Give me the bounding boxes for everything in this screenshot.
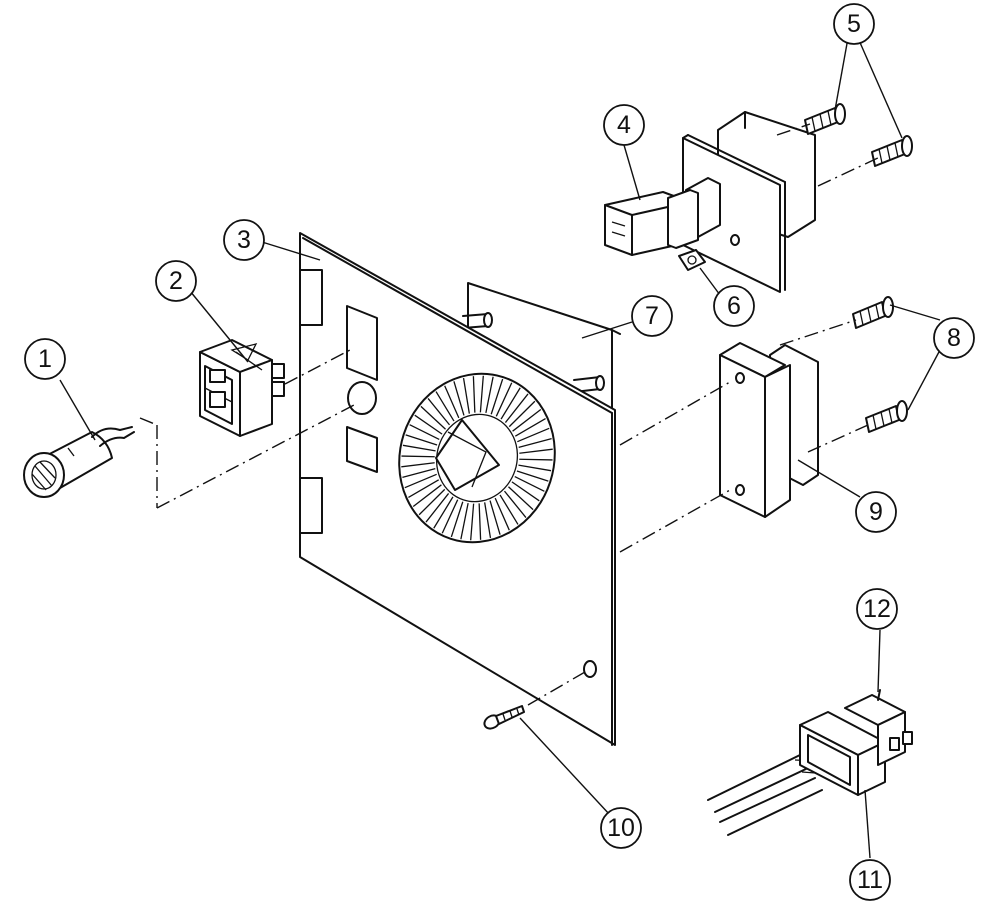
dial-tick	[435, 391, 455, 422]
dial-tick	[504, 393, 529, 423]
dial-tick	[433, 496, 454, 529]
panel-tab-upper	[299, 269, 323, 326]
dial-tick	[478, 503, 482, 540]
dial-tick	[500, 387, 521, 420]
callout-5-label: 5	[847, 10, 861, 38]
callout-9: 9	[855, 491, 897, 533]
callout-3: 3	[223, 219, 265, 261]
callout-12: 12	[856, 588, 898, 630]
dial-tick	[402, 468, 436, 479]
dial-tick	[462, 377, 470, 414]
dial-tick	[517, 427, 550, 443]
callout-9-label: 9	[869, 498, 883, 526]
dial-tick	[512, 408, 542, 432]
dial-tick	[514, 475, 545, 492]
dial-tick	[441, 499, 459, 534]
part-10-wood-screw	[483, 705, 525, 730]
dial-tick	[427, 398, 451, 426]
screw-hole	[583, 660, 597, 678]
part-6-nut	[678, 249, 706, 271]
dial-tick	[484, 502, 492, 539]
callout-1-label: 1	[38, 345, 52, 373]
callout-8: 8	[933, 317, 975, 359]
dial-tick	[472, 376, 476, 413]
dial-tick	[479, 375, 484, 413]
dial-tick	[503, 490, 527, 518]
callout-7: 7	[631, 295, 673, 337]
callout-3-label: 3	[237, 226, 251, 254]
part-2-rocker-switch	[199, 339, 285, 437]
callout-2-label: 2	[169, 267, 183, 295]
dial-tick	[508, 486, 534, 511]
dial-tick	[450, 501, 464, 538]
part-11-wire-connector	[707, 689, 913, 836]
dial-tick	[460, 502, 469, 540]
dial-tick	[414, 414, 443, 435]
dial-tick	[401, 455, 435, 458]
callout-2: 2	[155, 260, 197, 302]
part-5-screw-upper	[804, 103, 846, 135]
dial-tick	[489, 500, 501, 535]
dial-tick	[412, 484, 442, 508]
callout-8-label: 8	[947, 324, 961, 352]
dial-tick	[470, 503, 475, 541]
dial-tick	[508, 400, 536, 428]
part-8-screw-upper	[852, 296, 894, 329]
dial-tick	[401, 462, 435, 468]
dial-tick	[516, 470, 549, 482]
dial-tick	[518, 437, 552, 448]
dial-tick	[519, 448, 553, 454]
dial-tick	[490, 378, 504, 415]
dial-tick	[409, 424, 440, 441]
dial-tick	[453, 381, 465, 416]
part-9-bracket-block	[719, 342, 819, 518]
callout-5: 5	[833, 3, 875, 45]
dial-tick	[511, 481, 540, 502]
dial-tick	[495, 382, 513, 417]
callout-11: 11	[849, 859, 891, 901]
part-4-module-assembly	[604, 111, 816, 293]
dial-tick	[444, 385, 460, 419]
callout-11-label: 11	[857, 866, 883, 894]
panel-tab-lower	[299, 477, 323, 534]
dial-tick	[408, 479, 440, 498]
callout-4-label: 4	[617, 111, 631, 139]
leader-lines	[59, 37, 941, 859]
callout-10-label: 10	[607, 814, 635, 842]
part-5-screw-lower	[871, 135, 913, 167]
callout-1: 1	[24, 338, 66, 380]
callout-7-label: 7	[645, 302, 659, 330]
dial-tick	[499, 494, 519, 525]
dial-tick	[402, 444, 436, 452]
square-cutout	[346, 426, 378, 473]
part-1-indicator-lamp	[23, 426, 135, 498]
dial-tick	[494, 497, 510, 531]
callout-10: 10	[600, 807, 642, 849]
dial-tick	[514, 418, 546, 437]
callout-12-label: 12	[863, 595, 891, 623]
callout-6: 6	[713, 285, 755, 327]
assembly-lines	[139, 123, 881, 706]
part-8-screw-lower	[865, 400, 908, 433]
dial-tick	[420, 405, 446, 430]
dial-tick	[404, 473, 437, 489]
dial-tick	[425, 493, 450, 523]
part-3-main-panel	[299, 232, 616, 746]
dial-tick	[405, 434, 438, 446]
callout-4: 4	[603, 104, 645, 146]
dial-knob	[398, 372, 556, 544]
switch-cutout	[346, 305, 378, 381]
callout-6-label: 6	[727, 292, 741, 320]
indicator-hole	[347, 381, 377, 415]
dial-tick	[518, 464, 552, 472]
dial-tick	[418, 488, 446, 516]
dial-tick	[519, 458, 553, 461]
dial-tick	[485, 376, 494, 414]
